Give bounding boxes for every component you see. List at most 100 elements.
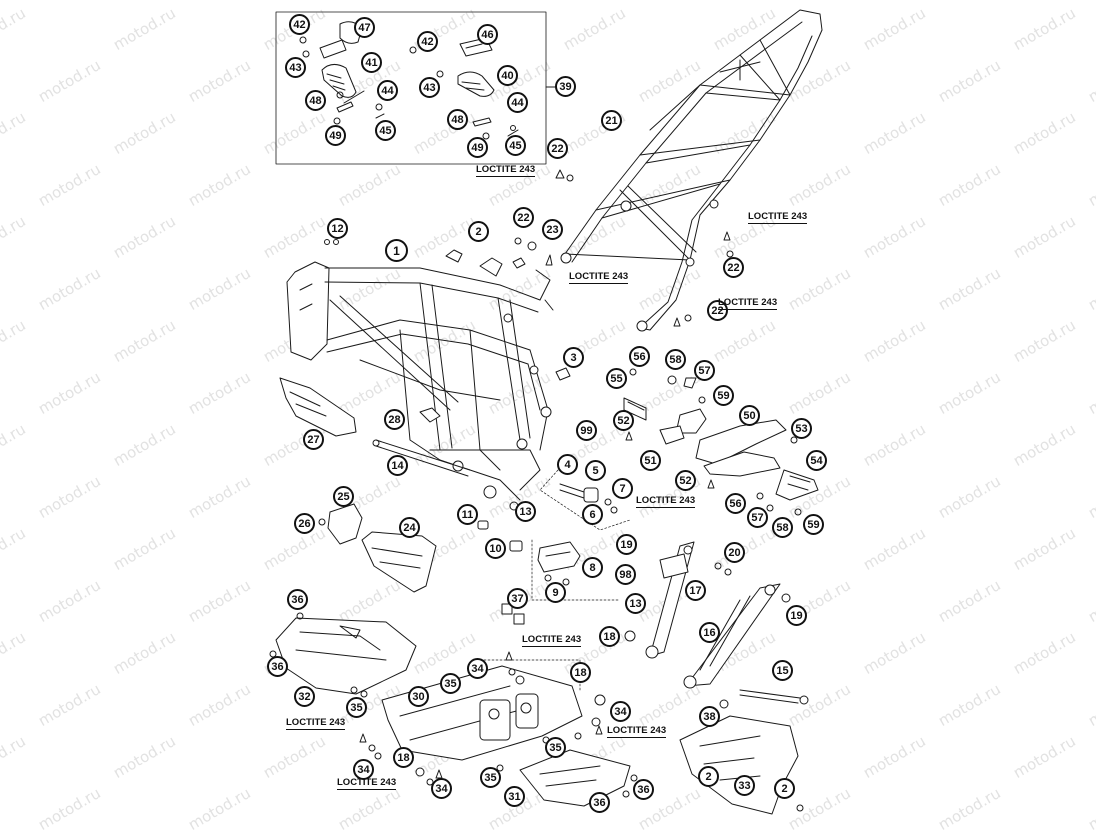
linkage-17 xyxy=(645,541,732,659)
part-callout-48[interactable]: 48 xyxy=(305,90,326,111)
part-callout-44[interactable]: 44 xyxy=(377,80,398,101)
part-callout-12[interactable]: 12 xyxy=(327,218,348,239)
part-callout-41[interactable]: 41 xyxy=(361,52,382,73)
part-callout-8[interactable]: 8 xyxy=(582,557,603,578)
part-callout-59[interactable]: 59 xyxy=(803,514,824,535)
part-callout-58[interactable]: 58 xyxy=(665,349,686,370)
part-callout-7[interactable]: 7 xyxy=(612,478,633,499)
part-callout-52[interactable]: 52 xyxy=(675,470,696,491)
part-callout-4[interactable]: 4 xyxy=(557,454,578,475)
part-callout-31[interactable]: 31 xyxy=(504,786,525,807)
part-callout-59[interactable]: 59 xyxy=(713,385,734,406)
part-callout-17[interactable]: 17 xyxy=(685,580,706,601)
part-callout-50[interactable]: 50 xyxy=(739,405,760,426)
part-callout-51[interactable]: 51 xyxy=(640,450,661,471)
part-callout-9[interactable]: 9 xyxy=(545,582,566,603)
part-callout-19[interactable]: 19 xyxy=(616,534,637,555)
part-callout-11[interactable]: 11 xyxy=(457,504,478,525)
part-callout-35[interactable]: 35 xyxy=(545,737,566,758)
part-callout-32[interactable]: 32 xyxy=(294,686,315,707)
skid-plate-30 xyxy=(381,665,583,761)
part-callout-2[interactable]: 2 xyxy=(468,221,489,242)
part-callout-27[interactable]: 27 xyxy=(303,429,324,450)
part-callout-34[interactable]: 34 xyxy=(610,701,631,722)
part-callout-34[interactable]: 34 xyxy=(431,778,452,799)
part-callout-42[interactable]: 42 xyxy=(289,14,310,35)
part-callout-15[interactable]: 15 xyxy=(772,660,793,681)
part-callout-16[interactable]: 16 xyxy=(699,622,720,643)
part-callout-42[interactable]: 42 xyxy=(417,31,438,52)
part-callout-36[interactable]: 36 xyxy=(287,589,308,610)
part-callout-35[interactable]: 35 xyxy=(480,767,501,788)
side-guard-24 xyxy=(318,503,437,593)
part-callout-36[interactable]: 36 xyxy=(589,792,610,813)
part-callout-57[interactable]: 57 xyxy=(694,360,715,381)
part-callout-23[interactable]: 23 xyxy=(542,219,563,240)
part-callout-10[interactable]: 10 xyxy=(485,538,506,559)
part-callout-54[interactable]: 54 xyxy=(806,450,827,471)
part-callout-98[interactable]: 98 xyxy=(615,564,636,585)
part-callout-52[interactable]: 52 xyxy=(613,410,634,431)
part-callout-33[interactable]: 33 xyxy=(734,775,755,796)
part-callout-39[interactable]: 39 xyxy=(555,76,576,97)
main-frame xyxy=(286,249,554,501)
part-callout-2[interactable]: 2 xyxy=(698,766,719,787)
part-callout-56[interactable]: 56 xyxy=(629,346,650,367)
part-callout-40[interactable]: 40 xyxy=(497,65,518,86)
part-callout-56[interactable]: 56 xyxy=(725,493,746,514)
part-callout-18[interactable]: 18 xyxy=(393,747,414,768)
part-callout-57[interactable]: 57 xyxy=(747,507,768,528)
part-callout-34[interactable]: 34 xyxy=(467,658,488,679)
part-callout-48[interactable]: 48 xyxy=(447,109,468,130)
part-callout-36[interactable]: 36 xyxy=(267,656,288,677)
part-callout-36[interactable]: 36 xyxy=(633,779,654,800)
part-callout-44[interactable]: 44 xyxy=(507,92,528,113)
part-callout-26[interactable]: 26 xyxy=(294,513,315,534)
part-callout-22[interactable]: 22 xyxy=(723,257,744,278)
part-callout-22[interactable]: 22 xyxy=(547,138,568,159)
part-callout-34[interactable]: 34 xyxy=(353,759,374,780)
part-callout-46[interactable]: 46 xyxy=(477,24,498,45)
bracket-8 xyxy=(501,541,581,625)
part-callout-21[interactable]: 21 xyxy=(601,110,622,131)
loctite-label: LOCTITE 243 xyxy=(522,634,582,647)
part-callout-43[interactable]: 43 xyxy=(285,57,306,78)
part-callout-45[interactable]: 45 xyxy=(505,135,526,156)
part-callout-25[interactable]: 25 xyxy=(333,486,354,507)
part-callout-38[interactable]: 38 xyxy=(699,706,720,727)
loctite-label: LOCTITE 243 xyxy=(337,777,397,790)
part-callout-5[interactable]: 5 xyxy=(585,460,606,481)
part-callout-1[interactable]: 1 xyxy=(385,239,408,262)
part-callout-14[interactable]: 14 xyxy=(387,455,408,476)
part-callout-2[interactable]: 2 xyxy=(774,778,795,799)
part-callout-6[interactable]: 6 xyxy=(582,504,603,525)
part-callout-3[interactable]: 3 xyxy=(563,347,584,368)
part-callout-47[interactable]: 47 xyxy=(354,17,375,38)
part-callout-35[interactable]: 35 xyxy=(346,697,367,718)
part-callout-22[interactable]: 22 xyxy=(513,207,534,228)
bushing-set xyxy=(559,483,618,514)
part-callout-30[interactable]: 30 xyxy=(408,686,429,707)
part-callout-58[interactable]: 58 xyxy=(772,517,793,538)
part-callout-37[interactable]: 37 xyxy=(507,588,528,609)
part-callout-49[interactable]: 49 xyxy=(467,137,488,158)
part-callout-53[interactable]: 53 xyxy=(791,418,812,439)
part-callout-28[interactable]: 28 xyxy=(384,409,405,430)
part-callout-35[interactable]: 35 xyxy=(440,673,461,694)
part-callout-22[interactable]: 22 xyxy=(707,300,728,321)
part-callout-43[interactable]: 43 xyxy=(419,77,440,98)
guard-31 xyxy=(519,749,631,807)
part-callout-13[interactable]: 13 xyxy=(515,501,536,522)
part-callout-55[interactable]: 55 xyxy=(606,368,627,389)
part-callout-18[interactable]: 18 xyxy=(570,662,591,683)
part-callout-99[interactable]: 99 xyxy=(576,420,597,441)
part-callout-24[interactable]: 24 xyxy=(399,517,420,538)
part-callout-18[interactable]: 18 xyxy=(599,626,620,647)
part-callout-20[interactable]: 20 xyxy=(724,542,745,563)
part-callout-49[interactable]: 49 xyxy=(325,125,346,146)
part-callout-45[interactable]: 45 xyxy=(375,120,396,141)
part-callout-19[interactable]: 19 xyxy=(786,605,807,626)
part-callout-13[interactable]: 13 xyxy=(625,593,646,614)
loctite-label: LOCTITE 243 xyxy=(286,717,346,730)
